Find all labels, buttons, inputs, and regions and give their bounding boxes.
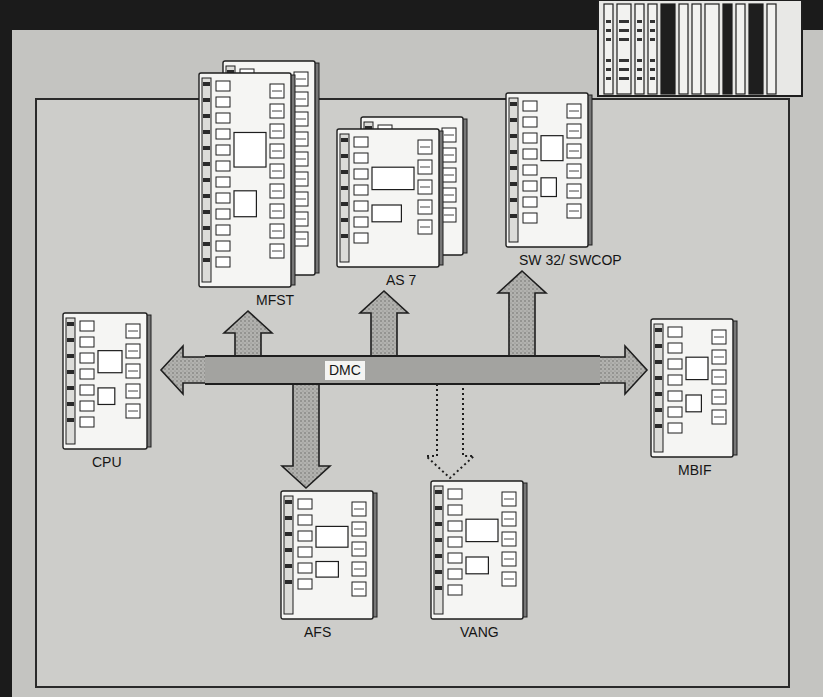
circuit-card: [62, 312, 152, 450]
card-group: SW 32/ SWCOP: [505, 92, 661, 269]
bus-arrow: [224, 311, 272, 356]
circuit-card: [650, 318, 738, 458]
bus-arrow: [282, 384, 330, 488]
card-group: CPU: [62, 312, 158, 471]
bus-arrow: [599, 346, 647, 394]
card-group: MFST: [198, 60, 324, 309]
card-label: VANG: [460, 624, 536, 641]
circuit-card: [198, 60, 320, 288]
card-group: AFS: [280, 490, 386, 641]
bus-arrow: [161, 346, 206, 394]
card-label: AS 7: [386, 272, 472, 289]
card-label: MBIF: [678, 462, 746, 479]
card-label: SW 32/ SWCOP: [519, 252, 661, 269]
dotted-bus-arrow: [426, 384, 474, 478]
bus-band: DMC: [205, 355, 600, 385]
card-label: MFST: [256, 292, 324, 309]
circuit-card: [430, 480, 528, 620]
card-group: VANG: [430, 480, 536, 641]
card-group: AS 7: [336, 116, 472, 289]
circuit-card: [280, 490, 378, 620]
rack-illustration: [590, 0, 805, 98]
card-group: MBIF: [650, 318, 746, 479]
circuit-card: [336, 116, 468, 268]
card-label: AFS: [304, 624, 386, 641]
bus-label: DMC: [325, 361, 365, 380]
bus-arrow: [360, 291, 408, 356]
card-label: CPU: [92, 454, 158, 471]
bus-arrow: [498, 271, 546, 356]
circuit-card: [505, 92, 593, 248]
